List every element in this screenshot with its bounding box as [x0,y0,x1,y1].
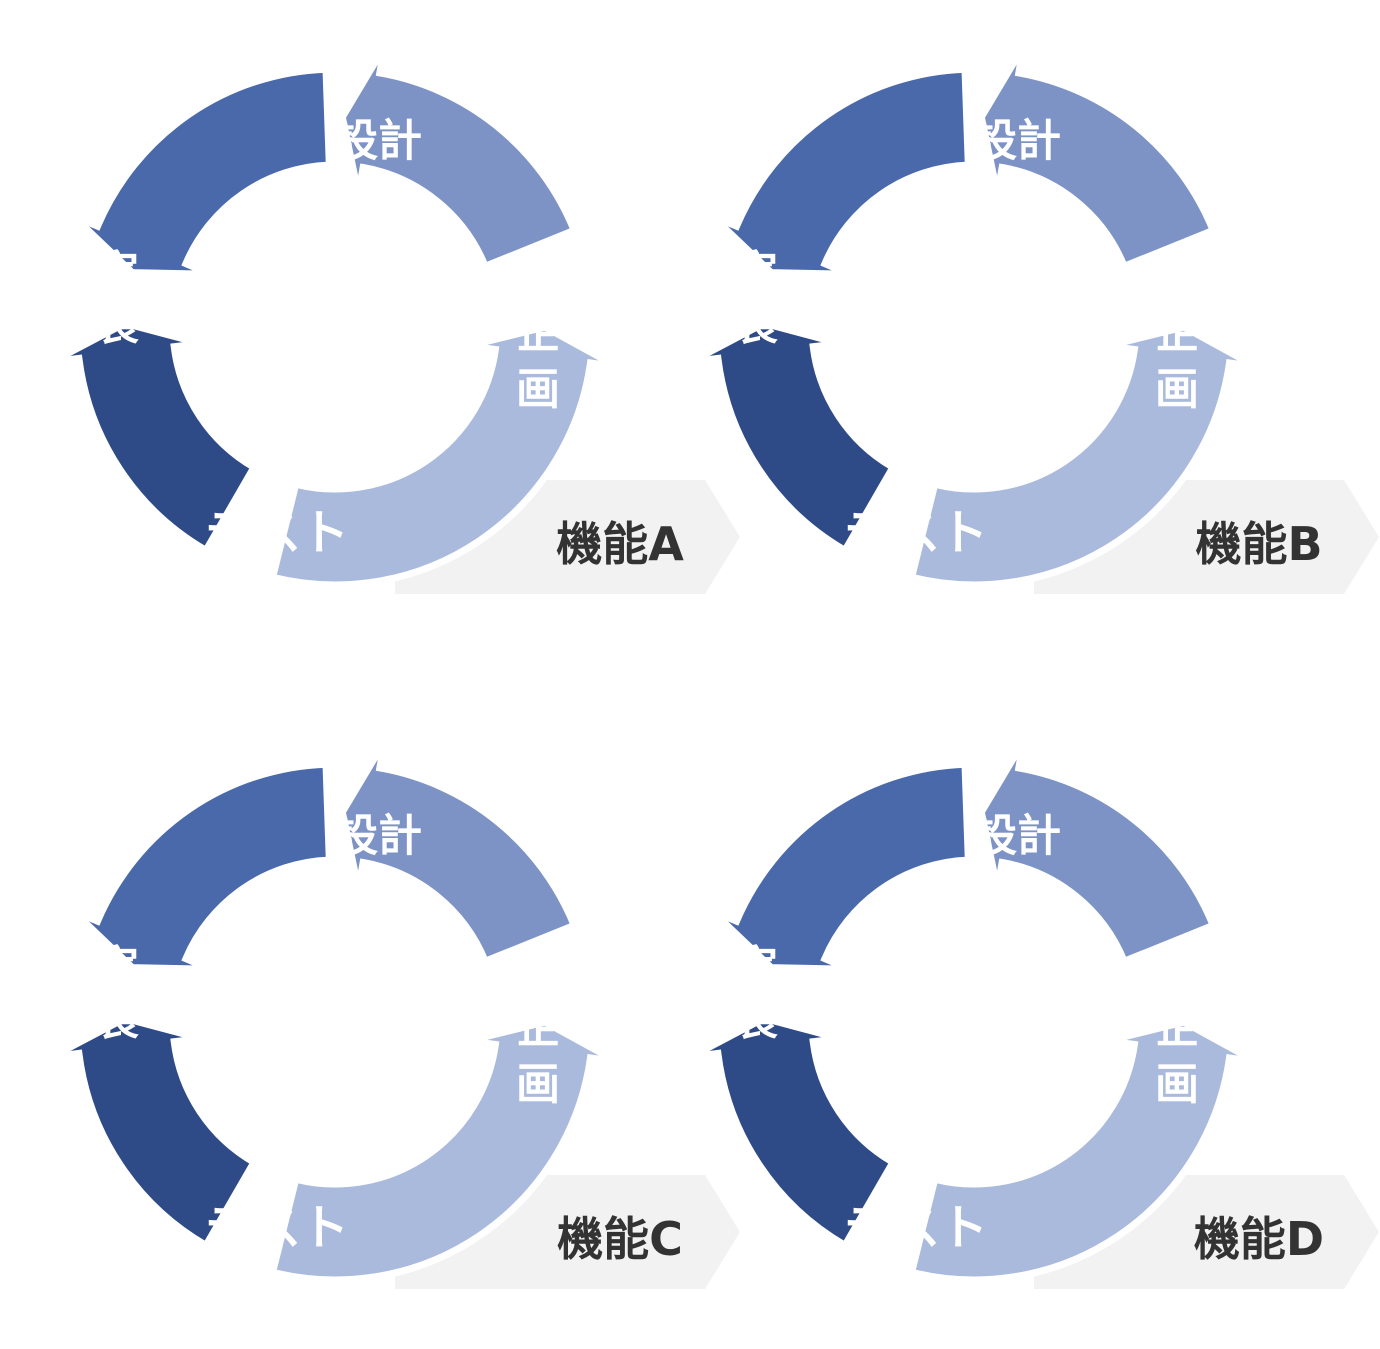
test-arrow [50,319,259,556]
test-arrow [689,1014,898,1251]
plan-arrow [907,1018,1258,1284]
test-arrow [50,1014,259,1251]
plan-arrow [268,323,619,589]
test-label: テスト [844,1200,988,1256]
implement-label: 実装 [95,942,139,1045]
implement-arrow [70,65,333,278]
test-label: テスト [205,505,349,561]
design-arrow [977,44,1218,271]
design-label: 設計 [973,811,1061,862]
implement-arrow [70,760,333,973]
feature-tag-label: 機能D [1194,1212,1324,1266]
test-label: テスト [205,1200,349,1256]
design-arrow [977,739,1218,966]
test-label: テスト [844,505,988,561]
plan-label: 企画 [1155,1002,1200,1110]
feature-tag-label: 機能C [557,1212,683,1266]
design-label: 設計 [334,811,422,862]
design-arrow [338,739,579,966]
cycle-4: 設計テスト 実装企画機能D [689,739,1379,1289]
test-arrow [689,319,898,556]
plan-label: 企画 [516,1002,561,1110]
plan-arrow [907,323,1258,589]
design-label: 設計 [973,116,1061,167]
plan-arrow [268,1018,619,1284]
plan-label: 企画 [1155,307,1200,415]
cycle-3: 設計テスト 実装企画機能C [50,739,740,1289]
implement-label: 実装 [734,942,778,1045]
feature-tag-label: 機能A [556,517,684,571]
implement-arrow [709,65,972,278]
design-arrow [338,44,579,271]
implement-label: 実装 [95,247,139,350]
implement-label: 実装 [734,247,778,350]
cycle-1: 設計テスト 実装企画機能A [50,44,740,594]
cycle-2: 設計テスト 実装企画機能B [689,44,1379,594]
plan-label: 企画 [516,307,561,415]
implement-arrow [709,760,972,973]
design-label: 設計 [334,116,422,167]
feature-tag-label: 機能B [1195,517,1322,571]
